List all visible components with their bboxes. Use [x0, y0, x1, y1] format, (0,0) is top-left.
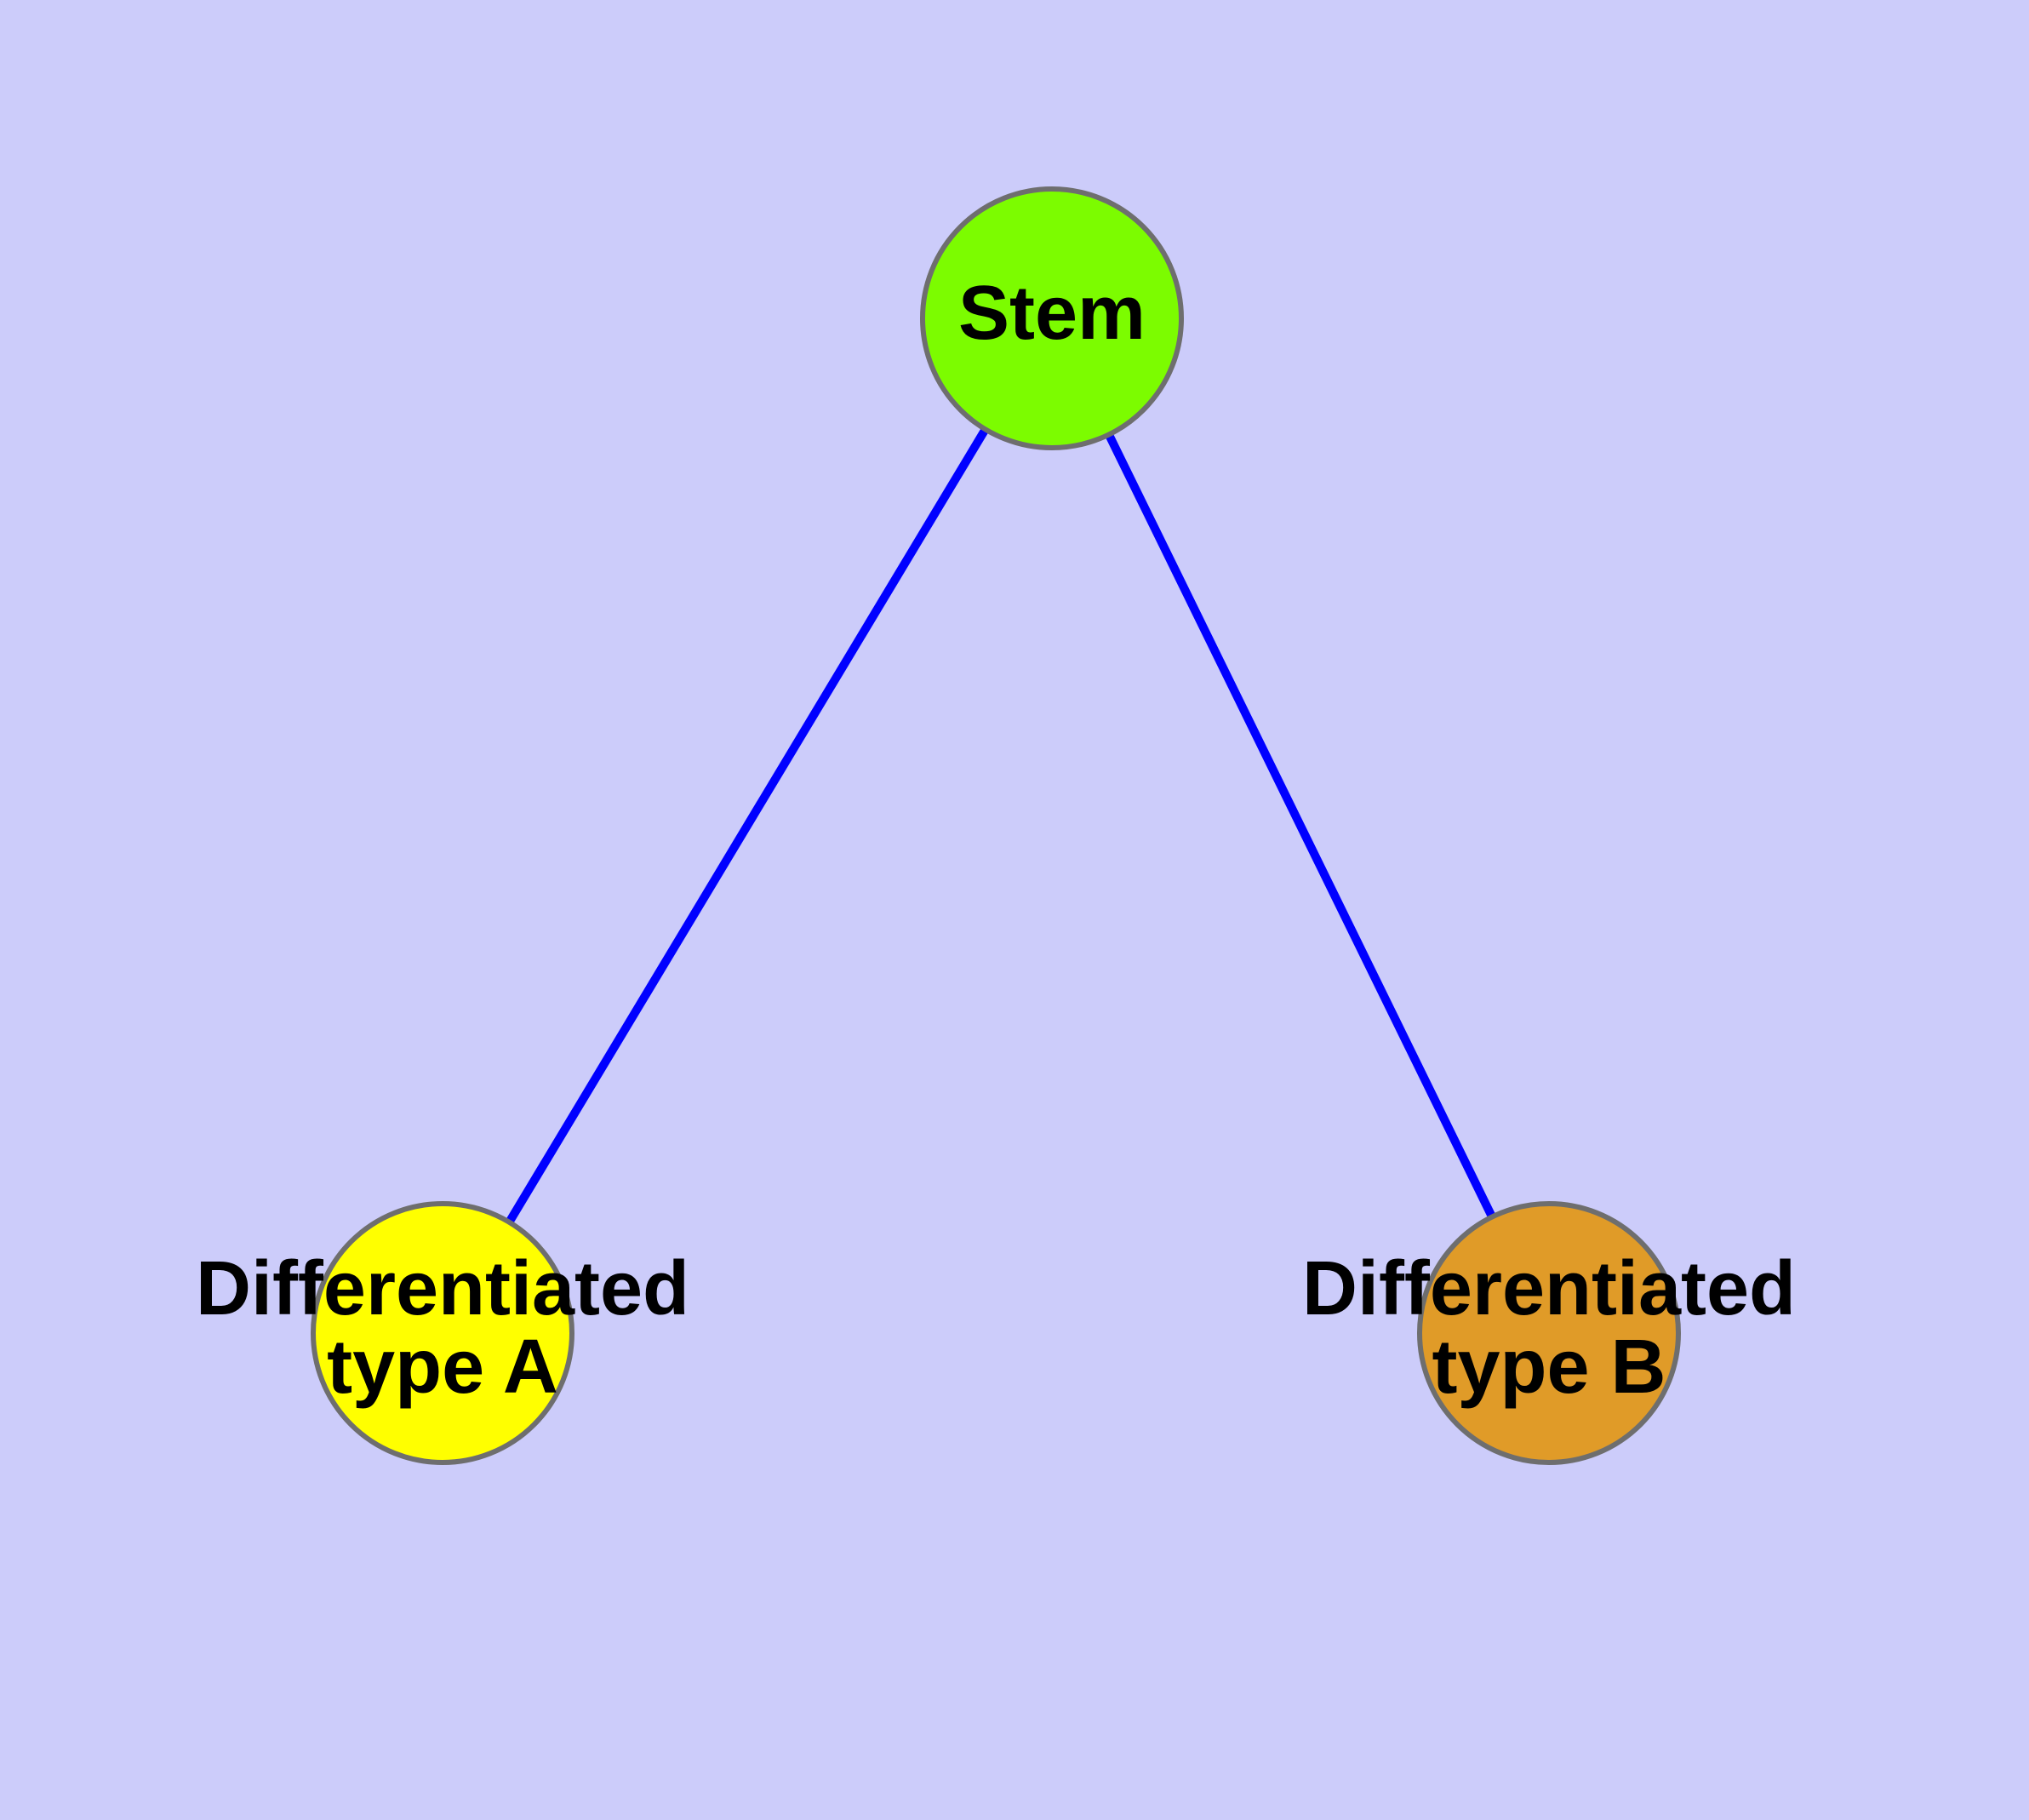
edge-stem-diff-b[interactable]: [1100, 421, 1497, 1221]
node-stem[interactable]: [920, 186, 1184, 450]
node-label-line: Stem: [958, 271, 1146, 356]
node-label-line: Differentiated: [196, 1246, 689, 1331]
node-diff_b[interactable]: [1417, 1201, 1681, 1465]
node-label-line: type B: [1432, 1325, 1666, 1410]
edge-stem-diff-a[interactable]: [504, 416, 996, 1226]
edges-layer: [504, 416, 1497, 1226]
nodes-layer: [311, 186, 1681, 1465]
node-label-stem: Stem: [958, 271, 1146, 356]
node-label-line: Differentiated: [1302, 1246, 1796, 1331]
node-label-line: type A: [327, 1325, 558, 1410]
node-diff_a[interactable]: [311, 1201, 574, 1465]
